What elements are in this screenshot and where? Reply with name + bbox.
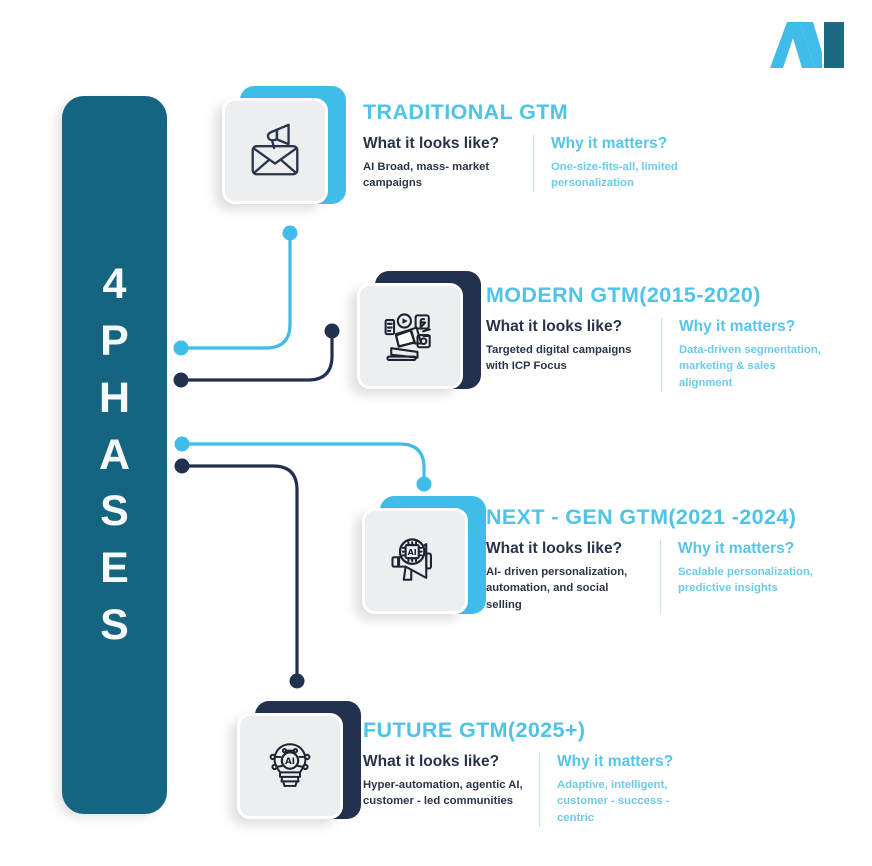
phase-title: FUTURE GTM(2025+) xyxy=(363,718,586,742)
why-column: Why it matters? Scalable personalization… xyxy=(660,540,826,614)
phase-text-future: FUTURE GTM(2025+) What it looks like? Hy… xyxy=(363,718,709,827)
what-label: What it looks like? xyxy=(486,540,623,557)
what-text: Hyper-automation, agentic AI, customer -… xyxy=(363,778,523,808)
why-label: Why it matters? xyxy=(678,540,795,557)
phase-card-modern[interactable] xyxy=(357,271,481,395)
phases-letter: S xyxy=(100,487,129,536)
phase-columns: What it looks like? Hyper-automation, ag… xyxy=(363,753,709,827)
phase-title: MODERN GTM(2015-2020) xyxy=(486,283,761,307)
laptop-social-megaphone-icon xyxy=(357,283,463,389)
phases-letter: H xyxy=(98,373,131,422)
phase-columns: What it looks like? AI Broad, mass- mark… xyxy=(363,135,696,193)
what-label: What it looks like? xyxy=(363,135,500,152)
what-label: What it looks like? xyxy=(486,318,623,335)
phase-title: NEXT - GEN GTM(2021 -2024) xyxy=(486,505,797,529)
svg-text:AI: AI xyxy=(285,757,295,767)
what-text: AI- driven personalization, automation, … xyxy=(486,565,628,612)
what-column: What it looks like? AI Broad, mass- mark… xyxy=(363,135,533,192)
ai-bulb-icon: AI xyxy=(237,713,343,819)
what-column: What it looks like? Hyper-automation, ag… xyxy=(363,753,539,827)
phase-text-modern: MODERN GTM(2015-2020) What it looks like… xyxy=(486,283,831,392)
why-text: Adaptive, intelligent, customer - succes… xyxy=(557,778,670,825)
what-text: AI Broad, mass- market campaigns xyxy=(363,160,490,190)
why-text: Scalable personalization, predictive ins… xyxy=(678,565,813,595)
what-column: What it looks like? AI- driven personali… xyxy=(486,540,660,614)
phases-bar: 4 P H A S E S xyxy=(62,96,167,814)
phase-title: TRADITIONAL GTM xyxy=(363,100,569,124)
phase-text-traditional: TRADITIONAL GTM What it looks like? AI B… xyxy=(363,100,696,193)
envelope-megaphone-icon xyxy=(222,98,328,204)
phases-letter: E xyxy=(100,544,129,593)
phase-card-next-gen[interactable]: AI xyxy=(362,496,486,620)
why-label: Why it matters? xyxy=(551,135,668,152)
why-text: One-size-fits-all, limited personalizati… xyxy=(551,160,678,190)
why-column: Why it matters? One-size-fits-all, limit… xyxy=(533,135,696,193)
what-column: What it looks like? Targeted digital cam… xyxy=(486,318,661,392)
what-label: What it looks like? xyxy=(363,753,500,770)
why-label: Why it matters? xyxy=(557,753,674,770)
phase-columns: What it looks like? Targeted digital cam… xyxy=(486,318,831,392)
phases-letter: P xyxy=(100,317,129,366)
phases-letter: S xyxy=(100,600,129,649)
what-text: Targeted digital campaigns with ICP Focu… xyxy=(486,343,632,373)
phases-label: 4 P H A S E S xyxy=(99,256,130,653)
phase-text-next-gen: NEXT - GEN GTM(2021 -2024) What it looks… xyxy=(486,505,826,614)
why-label: Why it matters? xyxy=(679,318,796,335)
why-column: Why it matters? Adaptive, intelligent, c… xyxy=(539,753,709,827)
svg-text:AI: AI xyxy=(408,548,417,557)
why-column: Why it matters? Data-driven segmentation… xyxy=(661,318,831,392)
phase-columns: What it looks like? AI- driven personali… xyxy=(486,540,826,614)
why-text: Data-driven segmentation, marketing & sa… xyxy=(679,343,821,390)
ai-chip-megaphone-icon: AI xyxy=(362,508,468,614)
m-logo xyxy=(770,22,844,68)
phases-letter: 4 xyxy=(102,260,127,309)
phase-card-traditional[interactable] xyxy=(222,86,346,210)
phases-letter: A xyxy=(98,430,131,479)
phase-card-future[interactable]: AI xyxy=(237,701,361,825)
